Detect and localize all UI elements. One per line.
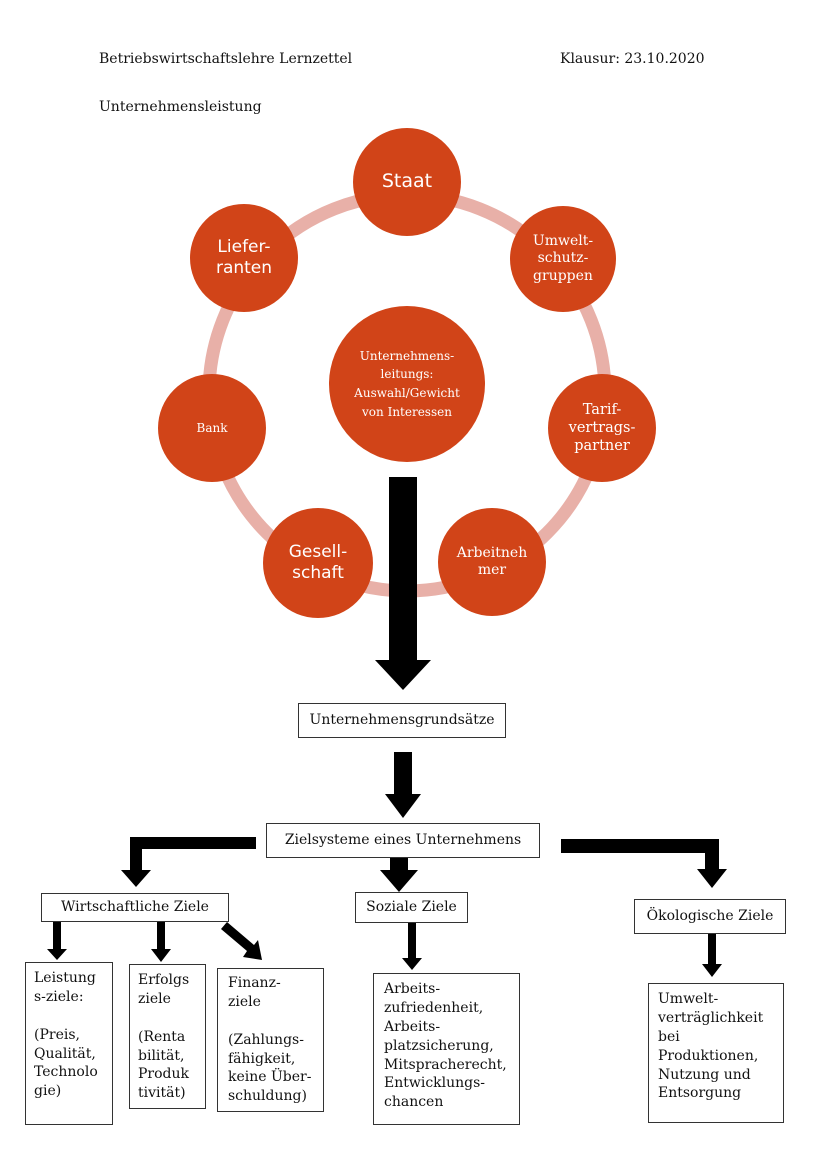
unternehmensgrundsaetze-box: Unternehmensgrundsätze: [298, 703, 506, 738]
section-title: Unternehmensleistung: [99, 99, 262, 115]
soziale-ziele-details-box: Arbeits- zufriedenheit, Arbeits- platzsi…: [373, 973, 520, 1125]
wirtschaftliche-ziele-box: Wirtschaftliche Ziele: [41, 893, 229, 922]
arrow-to-soziale-ziele: [380, 846, 418, 892]
arrow-to-oekologische-ziele: [561, 839, 727, 888]
zielsysteme-box: Zielsysteme eines Unternehmens: [266, 823, 540, 858]
exam-date: Klausur: 23.10.2020: [560, 51, 705, 67]
leistungsziele-box: Leistung s-ziele: (Preis, Qualität, Tech…: [25, 962, 113, 1125]
arrow-to-finanzziele: [221, 922, 262, 960]
arrow-to-soziale-details: [402, 922, 422, 970]
cycle-node-lieferanten: Liefer- ranten: [190, 204, 298, 312]
document-title: Betriebswirtschaftslehre Lernzettel: [99, 51, 353, 67]
cycle-node-staat: Staat: [353, 128, 461, 236]
cycle-node-tarifvertragspartner: Tarif- vertrags- partner: [548, 374, 656, 482]
arrow-to-oekologische-details: [702, 928, 722, 977]
cycle-node-umweltschutzgruppen: Umwelt- schutz- gruppen: [510, 206, 616, 312]
cycle-node-arbeitnehmer: Arbeitneh mer: [438, 508, 546, 616]
erfolgsziele-box: Erfolgs ziele (Renta bilität, Produk tiv…: [129, 964, 206, 1109]
oekologische-ziele-box: Ökologische Ziele: [634, 899, 786, 934]
finanzziele-box: Finanz- ziele (Zahlungs- fähigkeit, kein…: [217, 968, 324, 1112]
arrow-to-zielsysteme: [385, 752, 421, 818]
cycle-node-gesellschaft: Gesell- schaft: [263, 508, 373, 618]
arrow-to-wirtschaftliche-ziele: [121, 837, 256, 887]
arrow-to-erfolgsziele: [151, 916, 171, 962]
arrow-to-leistungsziele: [47, 922, 67, 960]
oekologische-ziele-details-box: Umwelt- verträglichkeit bei Produktionen…: [648, 983, 784, 1123]
cycle-center-node: Unternehmens- leitungs: Auswahl/Gewicht …: [329, 306, 485, 462]
soziale-ziele-box: Soziale Ziele: [355, 892, 468, 923]
cycle-node-bank: Bank: [158, 374, 266, 482]
big-arrow-down: [375, 477, 431, 690]
